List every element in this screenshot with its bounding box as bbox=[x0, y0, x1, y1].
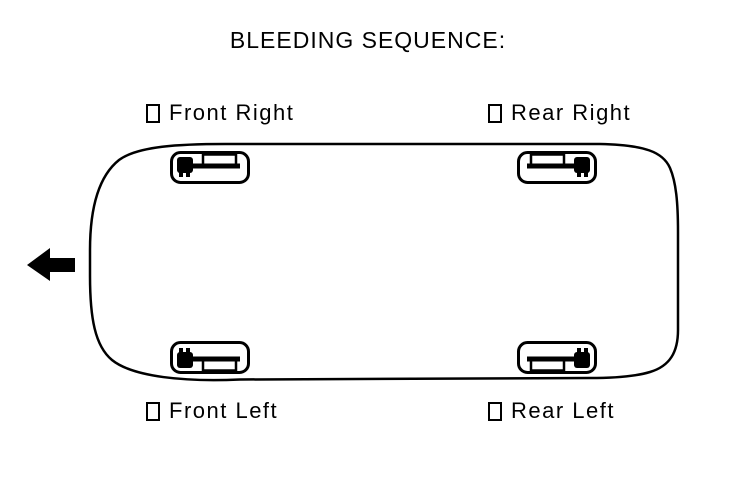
label-rear-left: Rear Left bbox=[488, 398, 615, 424]
label-rear-right: Rear Right bbox=[488, 100, 631, 126]
sequence-marker-box-icon bbox=[146, 401, 160, 421]
diagram-title: BLEEDING SEQUENCE: bbox=[229, 27, 507, 53]
sequence-marker-box-icon bbox=[146, 103, 160, 123]
sequence-marker-box-icon bbox=[488, 401, 502, 421]
car-body-outline bbox=[88, 142, 680, 382]
label-front-right: Front Right bbox=[146, 100, 294, 126]
label-rear-right-text: Rear Right bbox=[511, 100, 632, 125]
sequence-marker-box-icon bbox=[488, 103, 502, 123]
wheel-icon-front-left bbox=[170, 341, 250, 374]
label-rear-left-text: Rear Left bbox=[511, 398, 615, 423]
label-front-left: Front Left bbox=[146, 398, 278, 424]
wheel-icon-front-right bbox=[170, 151, 250, 184]
front-direction-arrow-icon bbox=[27, 248, 75, 281]
wheel-icon-rear-right bbox=[517, 151, 597, 184]
label-front-left-text: Front Left bbox=[169, 398, 279, 423]
wheel-icon-rear-left bbox=[517, 341, 597, 374]
label-front-right-text: Front Right bbox=[169, 100, 295, 125]
